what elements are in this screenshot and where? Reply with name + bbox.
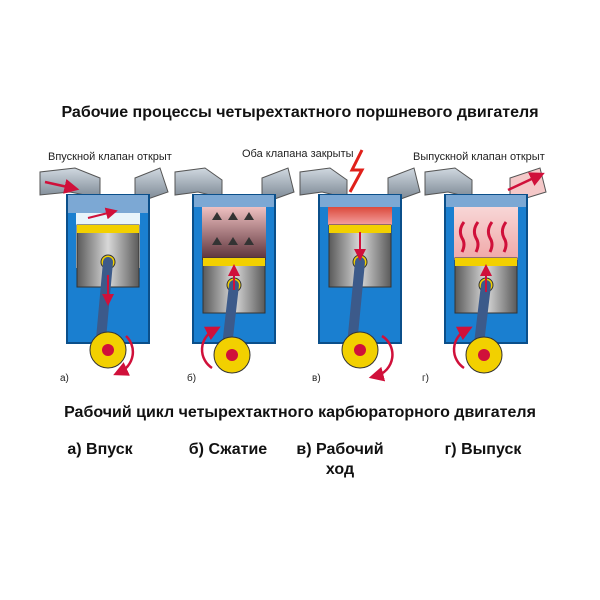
engine-exhaust xyxy=(424,167,547,374)
engine-power xyxy=(299,149,421,382)
sub-label-a: а) xyxy=(60,373,69,384)
stroke-power: в) Рабочий ход xyxy=(296,441,384,478)
both-valves-closed-label: Оба клапана закрыты xyxy=(242,148,354,160)
sub-label-c: в) xyxy=(312,373,321,384)
sub-label-b: б) xyxy=(187,373,197,384)
stroke-exhaust: г) Выпуск xyxy=(444,441,522,458)
exhaust-valve-open-label: Выпускной клапан открыт xyxy=(413,151,545,163)
stroke-intake: а) Впуск xyxy=(67,441,133,458)
engine-intake xyxy=(39,167,169,376)
intake-valve-open-label: Впускной клапан открыт xyxy=(48,151,172,163)
stroke-compression: б) Сжатие xyxy=(188,441,268,458)
sub-label-d: г) xyxy=(422,373,429,384)
diagram-title: Рабочие процессы четырехтактного поршнев… xyxy=(61,104,539,121)
engine-compression xyxy=(174,167,295,374)
cycle-title: Рабочий цикл четырехтактного карбюраторн… xyxy=(64,404,536,421)
